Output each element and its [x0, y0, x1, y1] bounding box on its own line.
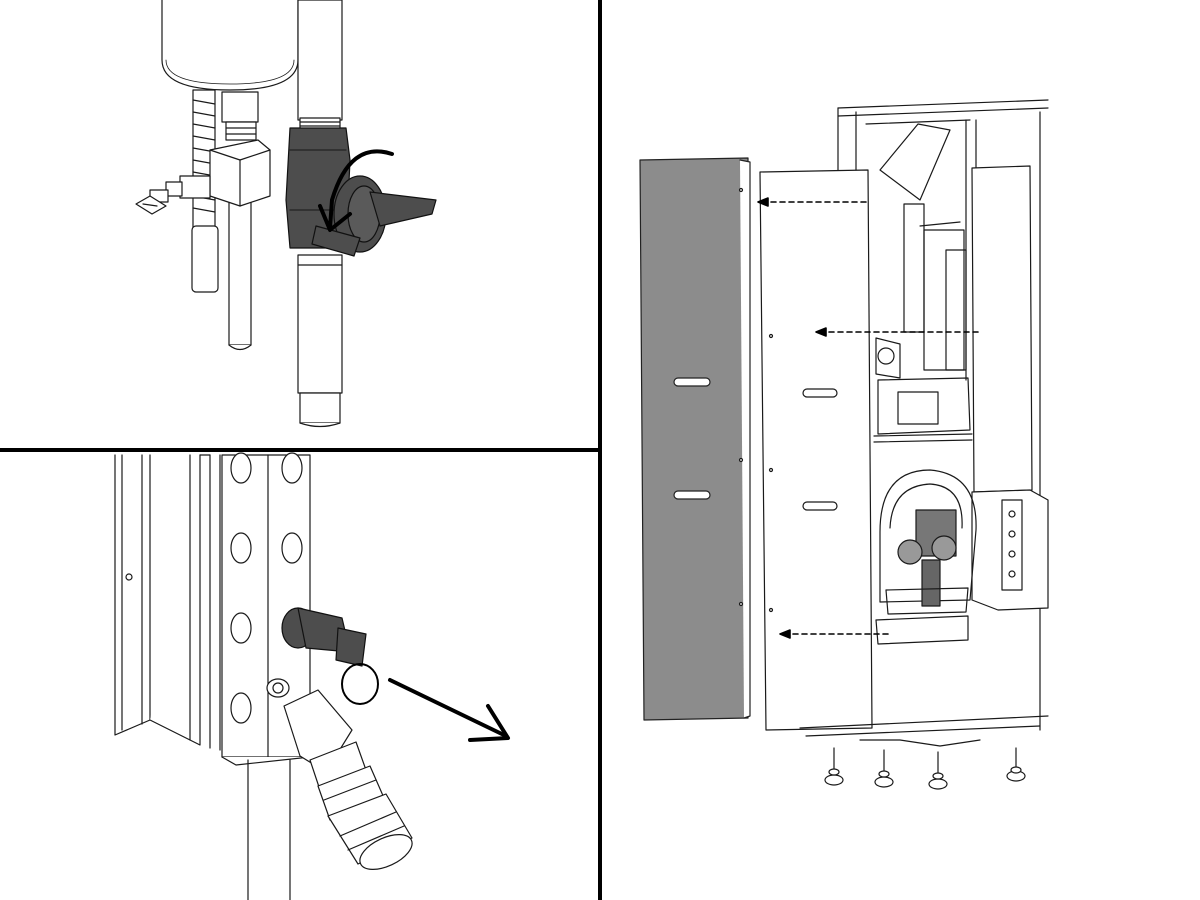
right-column — [971, 165, 1049, 611]
pump-assembly — [875, 469, 977, 645]
panel-bottom-left — [114, 452, 510, 900]
leveling-feet — [824, 747, 1026, 790]
panel-dividers — [0, 0, 602, 900]
leveling-foot — [874, 749, 894, 788]
quick-coupling-plug — [281, 607, 367, 667]
dashed-arrow-icon — [757, 197, 867, 207]
upper-components — [873, 123, 973, 443]
leveling-foot — [1006, 747, 1026, 782]
gray-side-panel — [639, 157, 751, 721]
drain-cap-icon — [135, 195, 167, 215]
straight-arrow-icon — [388, 678, 510, 742]
lower-pipe — [247, 759, 291, 900]
tee-fitting — [149, 139, 271, 207]
tank-bottom — [161, 0, 299, 91]
dashed-arrow-icon — [779, 629, 889, 639]
panel-right — [639, 99, 1049, 790]
dashed-arrows — [757, 197, 979, 639]
leveling-foot — [928, 751, 948, 790]
leveling-foot — [824, 747, 844, 786]
frame-profile — [114, 454, 221, 751]
panel-top-left — [135, 0, 437, 428]
retaining-ring-icon — [341, 663, 379, 705]
front-side-panel — [738, 169, 873, 731]
coupling-socket — [283, 689, 413, 870]
mounting-bolt — [266, 678, 290, 698]
cabinet-base — [799, 715, 1049, 747]
ball-valve — [285, 127, 437, 257]
curved-arrow-icon — [318, 149, 394, 232]
center-pipe — [221, 91, 259, 351]
dashed-arrow-icon — [815, 327, 979, 337]
